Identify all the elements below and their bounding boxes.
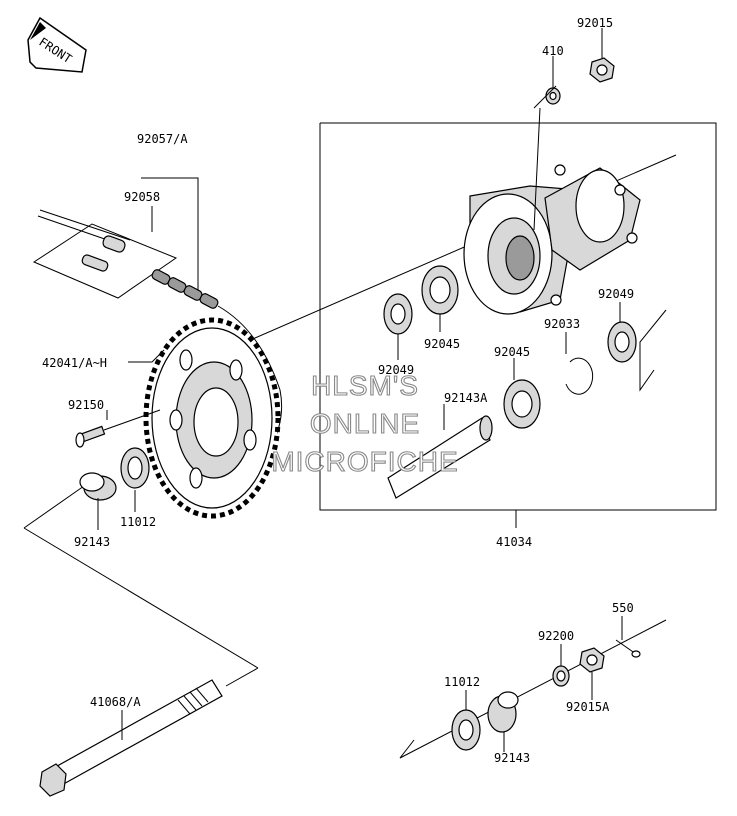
oil-seal-92049-left: [383, 293, 413, 335]
oil-seal-11012-right: [451, 709, 481, 751]
part-label-92150[interactable]: 92150: [68, 398, 104, 412]
front-arrow-icon: FRONT: [27, 16, 87, 73]
part-label-42041[interactable]: 42041/A~H: [42, 356, 107, 370]
part-label-410[interactable]: 410: [542, 44, 564, 58]
sprocket-bolt: [75, 409, 161, 448]
part-label-92033[interactable]: 92033: [544, 317, 580, 331]
part-label-92045-right[interactable]: 92045: [494, 345, 530, 359]
hub-assembly-frame: [319, 122, 717, 528]
part-label-92049-right[interactable]: 92049: [598, 287, 634, 301]
rear-sprocket: [143, 317, 281, 519]
rear-hub-body: [463, 164, 641, 315]
collar-left: [79, 472, 117, 501]
part-label-92143A[interactable]: 92143A: [444, 391, 488, 405]
part-label-11012-right[interactable]: 11012: [444, 675, 480, 689]
cotter-pin-550: [615, 639, 641, 658]
chain-links: [151, 269, 219, 309]
part-label-92015[interactable]: 92015: [577, 16, 613, 30]
circlip-92033: [565, 357, 594, 395]
washer-410: [533, 85, 561, 231]
collar-92143-right: [487, 691, 519, 733]
part-label-92143-left[interactable]: 92143: [74, 535, 110, 549]
watermark: HLSM'S ONLINE MICROFICHE: [271, 369, 458, 477]
part-labels: 92015 410 92057/A 92058 42041/A~H 92150 …: [42, 16, 634, 765]
part-label-41068[interactable]: 41068/A: [90, 695, 141, 709]
part-label-92049-left[interactable]: 92049: [378, 363, 414, 377]
axle-41068: [39, 679, 223, 797]
nut-92015A: [579, 647, 605, 673]
part-label-92045-left[interactable]: 92045: [424, 337, 460, 351]
part-label-92057[interactable]: 92057/A: [137, 132, 188, 146]
washer-92200: [552, 665, 570, 687]
chain-pieces: [32, 209, 283, 449]
watermark-line3: MICROFICHE: [271, 446, 458, 477]
part-label-92058[interactable]: 92058: [124, 190, 160, 204]
part-label-41034[interactable]: 41034: [496, 535, 532, 549]
oil-seal-92049-right: [607, 309, 667, 392]
part-label-92143-right[interactable]: 92143: [494, 751, 530, 765]
oil-seal-left: [120, 447, 150, 489]
part-label-92200[interactable]: 92200: [538, 629, 574, 643]
bearing-92045-left: [421, 265, 459, 315]
part-label-92015A[interactable]: 92015A: [566, 700, 610, 714]
watermark-line1: HLSM'S: [311, 370, 419, 401]
axle-centerline: [23, 154, 677, 759]
part-label-550[interactable]: 550: [612, 601, 634, 615]
leader-lines: [97, 28, 623, 752]
watermark-line2: ONLINE: [310, 408, 420, 439]
bearing-92045-right: [503, 379, 541, 429]
part-label-11012-left[interactable]: 11012: [120, 515, 156, 529]
spacer-tube: [387, 415, 493, 499]
nut-92015: [589, 57, 615, 83]
